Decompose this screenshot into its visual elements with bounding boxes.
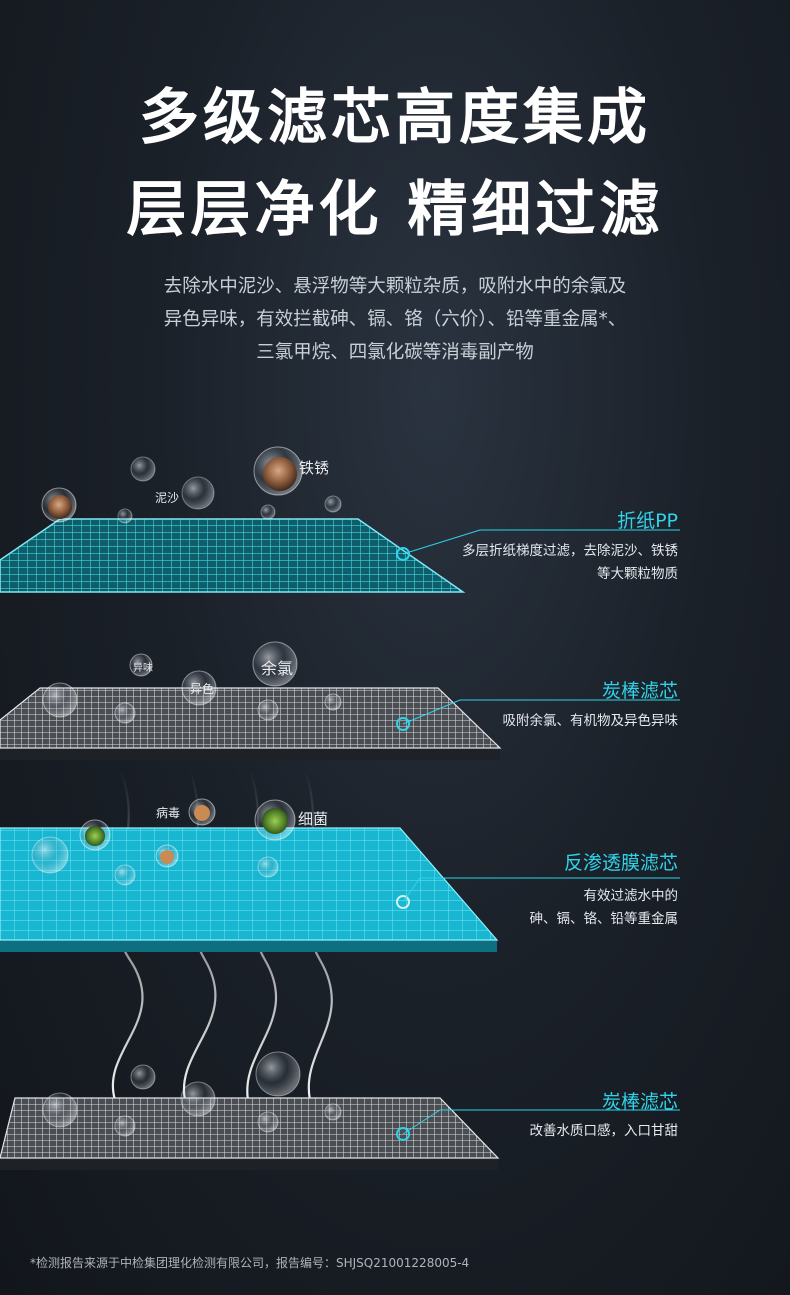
layer-1-desc-line-1: 多层折纸梯度过滤，去除泥沙、铁锈 — [462, 543, 678, 559]
layer-4-desc: 改善水质口感，入口甘甜 — [529, 1123, 679, 1139]
small-bubbles-top — [117, 456, 342, 524]
intro-line-3: 三氯甲烷、四氯化碳等消毒副产物 — [256, 342, 534, 363]
intro-paragraph: 去除水中泥沙、悬浮物等大颗粒杂质，吸附水中的余氯及 异色异味，有效拦截砷、镉、铬… — [60, 270, 730, 369]
virus-particle — [188, 798, 216, 826]
bubbles-layer-2 — [42, 641, 342, 724]
carbon-1-callout-line — [402, 699, 680, 725]
ro-callout-line — [402, 877, 680, 903]
bacteria-particle — [254, 799, 296, 841]
ro-membrane-layer — [0, 827, 499, 952]
odor-label: 异味 — [133, 663, 153, 674]
pp-callout-line — [402, 529, 680, 555]
virus-label: 病毒 — [156, 806, 181, 820]
rust-label: 铁锈 — [299, 459, 330, 477]
layer-3-desc: 有效过滤水中的 砷、镉、铬、铅等重金属 — [530, 885, 679, 931]
virus-particle-small — [155, 844, 179, 868]
layer-1-desc: 多层折纸梯度过滤，去除泥沙、铁锈 等大颗粒物质 — [462, 540, 678, 586]
germ-particle-left — [79, 819, 111, 851]
layer-4-title: 炭棒滤芯 — [601, 1091, 678, 1113]
headline-line1: 多级滤芯高度集成 — [139, 83, 651, 153]
bacteria-label: 细菌 — [298, 810, 329, 828]
intro-line-1: 去除水中泥沙、悬浮物等大颗粒杂质，吸附水中的余氯及 — [163, 276, 627, 297]
pp-filter-layer — [0, 518, 466, 593]
bubbles-layer-4 — [42, 1051, 342, 1137]
pp-callout-dot — [396, 547, 410, 561]
headline-line2: 层层净化 精细过滤 — [126, 175, 664, 245]
carbon-1-callout-dot — [396, 717, 410, 731]
intro-line-2: 异色异味，有效拦截砷、镉、铬（六价）、铅等重金属*、 — [163, 309, 627, 330]
color-label: 异色 — [190, 682, 215, 696]
carbon-filter-layer-2 — [0, 1097, 500, 1170]
test-report-footnote: *检测报告来源于中检集团理化检测有限公司，报告编号：SHJSQ210012280… — [30, 1256, 470, 1270]
rust-particle — [253, 446, 303, 496]
layer-3-desc-line-1: 有效过滤水中的 — [583, 888, 679, 904]
bubbles-layer-3 — [31, 836, 279, 886]
chlorine-label: 余氯 — [261, 659, 294, 678]
layer-2-desc: 吸附余氯、有机物及异色异味 — [502, 713, 679, 729]
carbon-2-callout-dot — [396, 1127, 410, 1141]
carbon-2-callout-line — [402, 1109, 680, 1135]
layer-1-title: 折纸PP — [617, 510, 678, 532]
layer-3-desc-line-2: 砷、镉、铬、铅等重金属 — [529, 911, 679, 927]
ro-callout-dot — [396, 895, 410, 909]
layer-3-title: 反渗透膜滤芯 — [563, 852, 678, 874]
sand-particle — [41, 487, 77, 523]
layer-1-desc-line-2: 等大颗粒物质 — [597, 566, 678, 582]
sand-label: 泥沙 — [155, 491, 180, 505]
layer-2-title: 炭棒滤芯 — [601, 680, 678, 702]
